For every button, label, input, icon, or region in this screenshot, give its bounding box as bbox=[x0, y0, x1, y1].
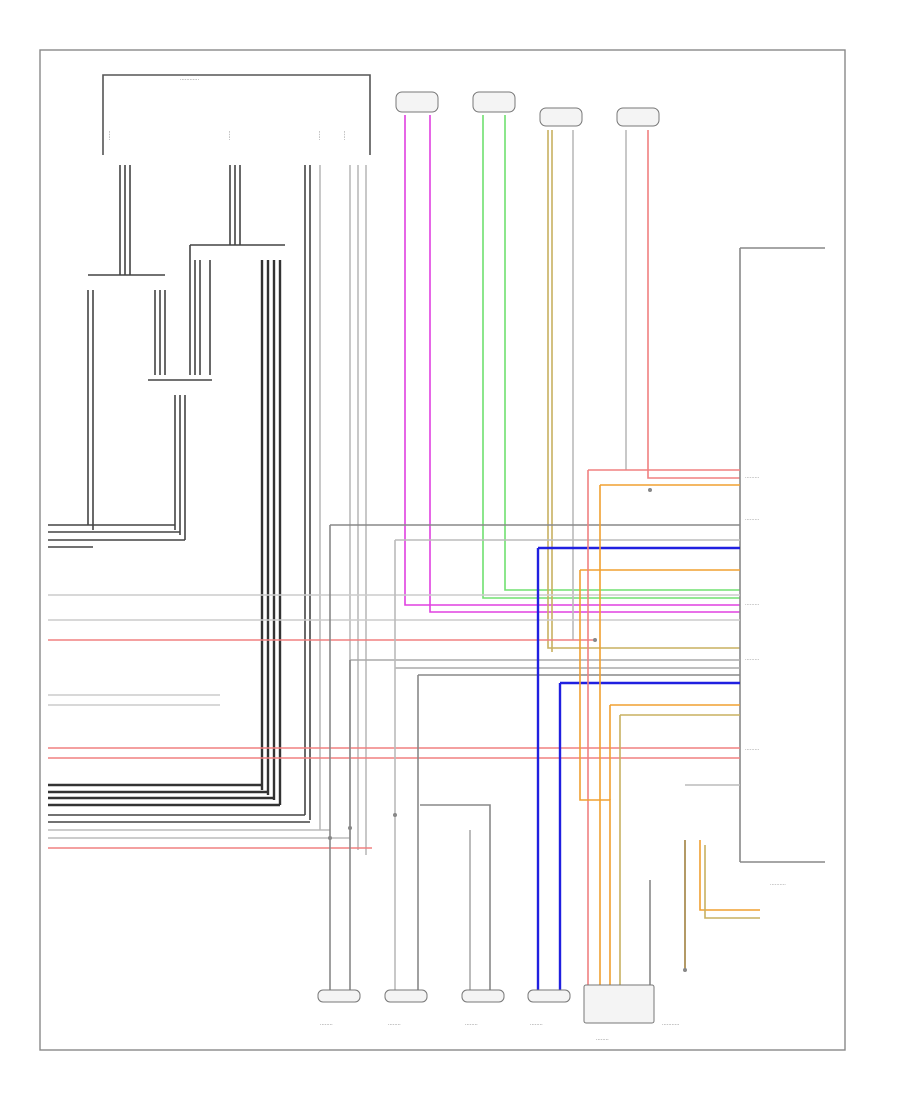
horizontal-wire-bus bbox=[48, 469, 740, 786]
svg-text:......: ...... bbox=[316, 130, 322, 140]
svg-text:......: ...... bbox=[341, 130, 347, 140]
right-connector-block: ......... ......... ......... ......... … bbox=[739, 247, 825, 887]
svg-text:......: ...... bbox=[106, 130, 112, 140]
bottom-components: ........ ........ ........ ........ ....… bbox=[317, 984, 680, 1042]
top-component-3 bbox=[539, 107, 583, 127]
svg-text:.........: ......... bbox=[745, 656, 760, 662]
bottom-component-1 bbox=[317, 989, 361, 1003]
bottom-component-4 bbox=[527, 989, 571, 1003]
top-component-1 bbox=[395, 91, 439, 113]
svg-text:.........: ......... bbox=[745, 746, 760, 752]
svg-text:......: ...... bbox=[226, 130, 232, 140]
top-component-4 bbox=[616, 107, 660, 127]
svg-text:........: ........ bbox=[388, 1021, 401, 1027]
antenna-branch-middle bbox=[189, 165, 285, 805]
svg-text:.........: ......... bbox=[745, 601, 760, 607]
bottom-component-wires bbox=[329, 470, 760, 990]
svg-text:.........: ......... bbox=[745, 474, 760, 480]
top-components bbox=[395, 91, 660, 127]
diagram-frame bbox=[39, 49, 846, 1051]
svg-text:..........: .......... bbox=[770, 881, 786, 887]
bottom-component-2 bbox=[384, 989, 428, 1003]
left-side-wires bbox=[48, 524, 740, 849]
svg-text:........: ........ bbox=[320, 1021, 333, 1027]
top-component-2 bbox=[472, 91, 516, 113]
antenna-module-tree: ............ bbox=[87, 74, 371, 855]
top-speaker-wires bbox=[404, 115, 740, 652]
svg-text:...........: ........... bbox=[662, 1021, 680, 1027]
svg-text:........: ........ bbox=[596, 1036, 609, 1042]
antenna-branch-left bbox=[87, 165, 166, 530]
antenna-branch-right bbox=[304, 165, 367, 855]
bottom-component-5 bbox=[583, 984, 655, 1024]
svg-text:............: ............ bbox=[180, 76, 199, 82]
svg-text:.........: ......... bbox=[745, 516, 760, 522]
junction-dots bbox=[328, 488, 687, 972]
svg-text:........: ........ bbox=[530, 1021, 543, 1027]
bottom-component-3 bbox=[461, 989, 505, 1003]
svg-text:........: ........ bbox=[465, 1021, 478, 1027]
